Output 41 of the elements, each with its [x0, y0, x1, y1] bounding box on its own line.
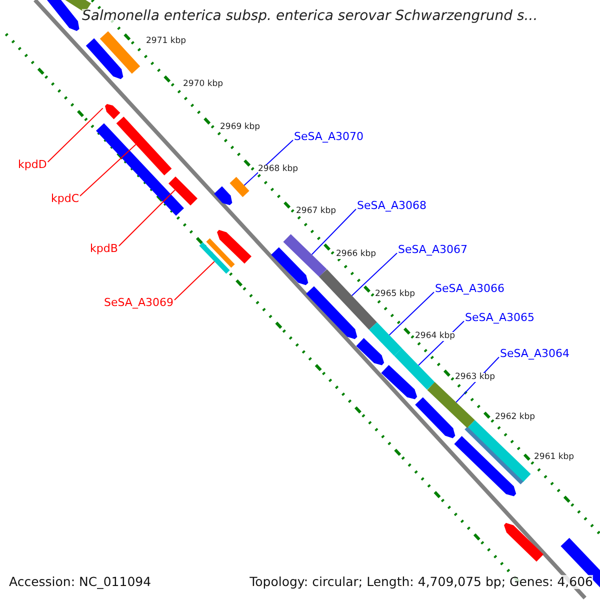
- gene-label: SeSA_A3070: [294, 131, 364, 144]
- gene-feature: [168, 176, 198, 206]
- gene-feature: [230, 176, 250, 198]
- gene-feature: [394, 348, 435, 390]
- gene-feature: [116, 116, 172, 176]
- scale-label: 2966 kbp: [336, 250, 376, 260]
- leader-line: [174, 261, 215, 300]
- gene-feature: [319, 269, 377, 330]
- gene-feature: [427, 382, 475, 428]
- scale-label: 2969 kbp: [220, 123, 260, 132]
- leader-line: [351, 252, 398, 296]
- footer-text: Accession: NC_011094: [9, 575, 152, 589]
- scale-label: 2967 kbp: [296, 207, 336, 216]
- gene-label: SeSA_A3065: [465, 312, 534, 324]
- gene-label: SeSA_A3069: [104, 297, 174, 310]
- scale-label: 2961 kbp: [534, 453, 574, 462]
- leader-line: [118, 189, 176, 246]
- scale-label: 2964 kbp: [415, 332, 456, 342]
- scale-label: 2968 kbp: [258, 165, 298, 174]
- title: Salmonella enterica subsp. enterica serovar Schwarzengrund s...: [82, 9, 538, 24]
- leader-line: [47, 108, 104, 162]
- gene-label: SeSA_A3064: [500, 348, 570, 360]
- gene-feature: [199, 242, 230, 274]
- gene-feature: [283, 234, 327, 277]
- gene-feature: [369, 322, 402, 356]
- gene-label: SeSA_A3068: [357, 200, 426, 212]
- gene-label: SeSA_A3067: [398, 244, 468, 256]
- scale-label: 2963 kbp: [455, 373, 496, 382]
- gene-feature: [105, 104, 120, 120]
- scale-label: 2970 kbp: [183, 80, 224, 90]
- gene-label: SeSA_A3066: [435, 283, 504, 296]
- leader-line: [388, 292, 434, 336]
- scale-label: 2965 kbp: [375, 290, 416, 300]
- gene-label: kpdC: [51, 193, 80, 206]
- gene-label: kpdD: [18, 159, 47, 172]
- scale-label: 2971 kbp: [146, 37, 186, 46]
- leader-line: [311, 208, 356, 255]
- scale-label: 2962 kbp: [495, 413, 536, 422]
- footer-text: Topology: circular; Length: 4,709,075 bp; Genes: 4,606: [250, 575, 593, 589]
- leader-line: [80, 144, 136, 196]
- gene-label: kpdB: [90, 243, 118, 256]
